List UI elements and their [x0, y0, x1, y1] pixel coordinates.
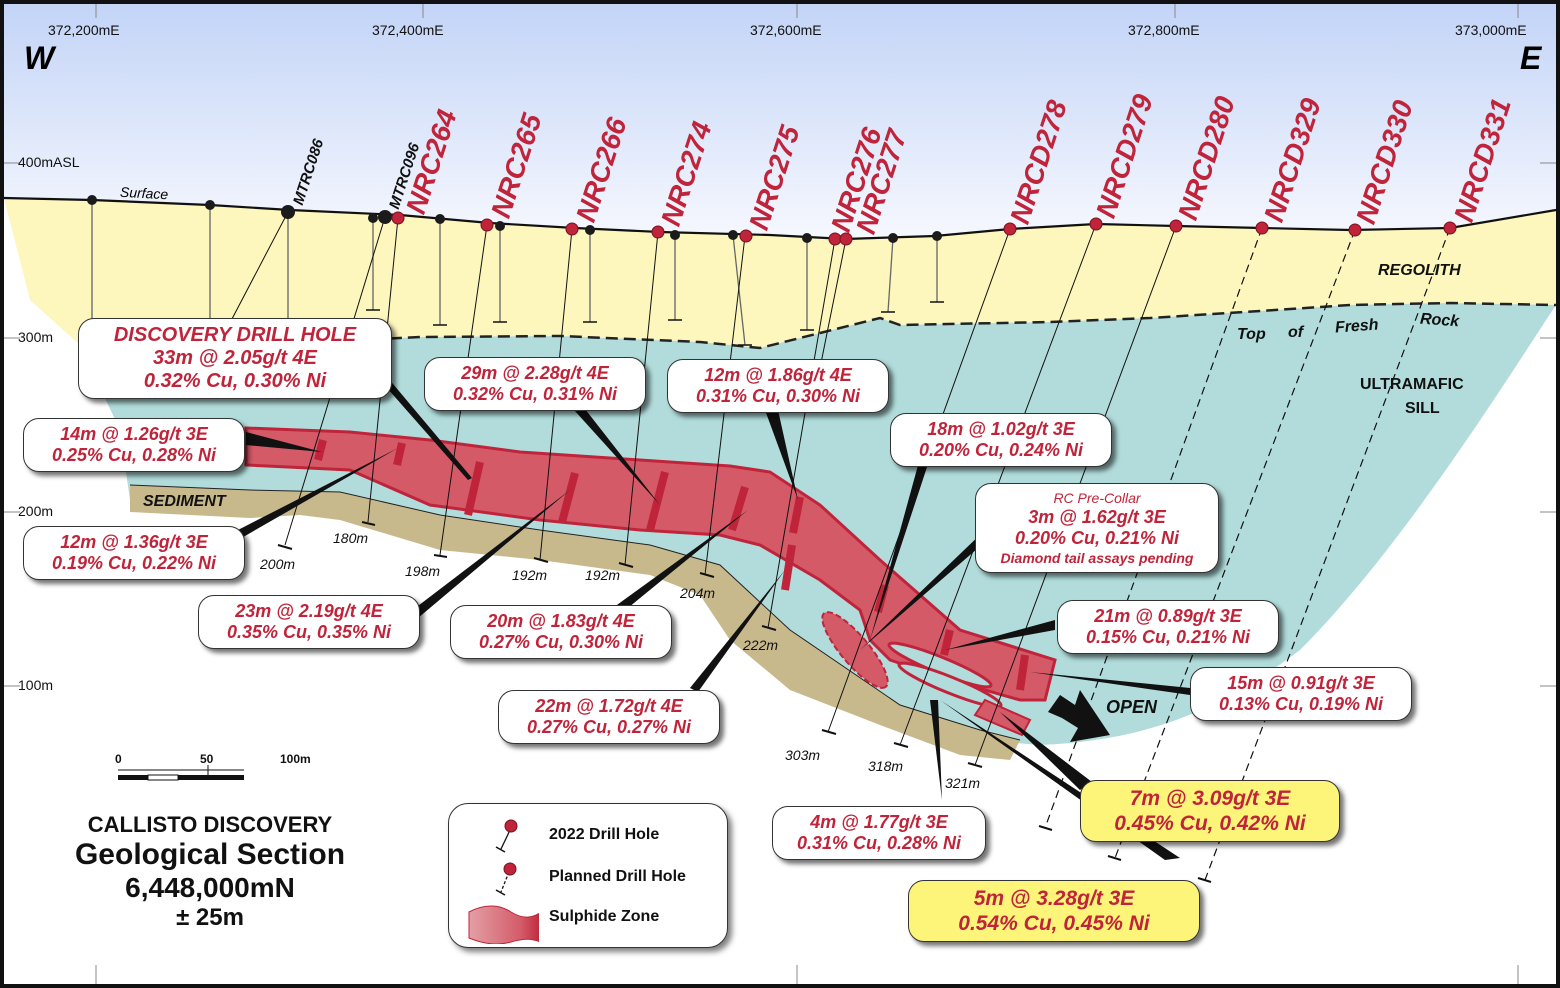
- regolith-label: REGOLITH: [1378, 262, 1461, 279]
- title-tolerance: ± 25m: [176, 904, 244, 931]
- callout-5m-highlight: 5m @ 3.28g/t 3E 0.54% Cu, 0.45% Ni: [908, 880, 1200, 942]
- legend-item-planned-drill-hole: Planned Drill Hole: [549, 868, 686, 885]
- callout-29m: 29m @ 2.28g/t 4E 0.32% Cu, 0.31% Ni: [424, 357, 646, 411]
- callout-discovery-hole: DISCOVERY DRILL HOLE 33m @ 2.05g/t 4E 0.…: [78, 318, 392, 399]
- callout-18m: 18m @ 1.02g/t 3E 0.20% Cu, 0.24% Ni: [890, 413, 1112, 467]
- easting-label: 372,600mE: [750, 22, 822, 38]
- callout-4m: 4m @ 1.77g/t 3E 0.31% Cu, 0.28% Ni: [772, 806, 986, 860]
- easting-label: 372,200mE: [48, 22, 120, 38]
- easting-label: 372,800mE: [1128, 22, 1200, 38]
- callout-7m-highlight: 7m @ 3.09g/t 3E 0.45% Cu, 0.42% Ni: [1080, 780, 1340, 842]
- sediment-label: SEDIMENT: [143, 493, 226, 510]
- depth-label: 192m: [512, 567, 548, 583]
- depth-label: 321m: [945, 775, 981, 791]
- title-project: CALLISTO DISCOVERY: [87, 812, 333, 837]
- depth-label: 204m: [680, 585, 716, 601]
- sky-area: [4, 4, 1556, 239]
- callout-14m: 14m @ 1.26g/t 3E 0.25% Cu, 0.28% Ni: [23, 418, 245, 472]
- callout-15m: 15m @ 0.91g/t 3E 0.13% Cu, 0.19% Ni: [1190, 667, 1412, 721]
- title-northing: 6,448,000mN: [125, 872, 295, 903]
- legend-item-sulphide-zone: Sulphide Zone: [549, 908, 660, 925]
- depth-label: 198m: [405, 563, 441, 579]
- scale-label: 0: [115, 752, 122, 766]
- open-arrow-icon: [1048, 690, 1110, 742]
- red-collars: [391, 211, 1457, 246]
- scale-label: 100m: [280, 752, 311, 766]
- callout-20m: 20m @ 1.83g/t 4E 0.27% Cu, 0.30% Ni: [450, 605, 672, 659]
- elevation-label: 400mASL: [18, 154, 80, 170]
- callout-rc-precollar: RC Pre-Collar 3m @ 1.62g/t 3E 0.20% Cu, …: [975, 483, 1219, 573]
- callout-21m: 21m @ 0.89g/t 3E 0.15% Cu, 0.21% Ni: [1057, 600, 1279, 654]
- planned-drill-hole-icon: [495, 862, 517, 896]
- surface-label: Surface: [119, 183, 169, 203]
- ultramafic-label: SILL: [1405, 400, 1440, 417]
- scale-bar: [118, 765, 244, 781]
- title-section: Geological Section: [74, 838, 346, 871]
- elevation-label: 100m: [18, 677, 54, 693]
- scale-label: 50: [200, 752, 214, 766]
- legend-item-2022-drill-hole: 2022 Drill Hole: [549, 826, 660, 843]
- callout-12m-b: 12m @ 1.86g/t 4E 0.31% Cu, 0.30% Ni: [667, 359, 889, 413]
- top-fresh-rock-label: Fresh: [1334, 316, 1380, 337]
- callout-12m-a: 12m @ 1.36g/t 3E 0.19% Cu, 0.22% Ni: [23, 526, 245, 580]
- sediment-area: [130, 485, 1020, 760]
- depth-label: 180m: [333, 530, 369, 546]
- top-fresh-rock-label: Top: [1237, 326, 1266, 343]
- elevation-label: 200m: [18, 503, 54, 519]
- intercept-bars: [314, 439, 1029, 691]
- title-block: CALLISTO DISCOVERY Geological Section 6,…: [20, 812, 400, 932]
- depth-label: 200m: [260, 556, 296, 572]
- top-fresh-rock-line: [299, 301, 1557, 350]
- drill-hole-2022-icon: [495, 819, 518, 853]
- top-fresh-rock-label: Rock: [1419, 310, 1460, 331]
- elevation-label: 300m: [18, 329, 54, 345]
- top-fresh-rock-label: of: [1288, 324, 1304, 341]
- legend: 2022 Drill Hole Planned Drill Hole Sulph…: [448, 803, 728, 948]
- open-label: OPEN: [1106, 697, 1158, 717]
- historic-collars: [87, 195, 942, 243]
- depth-label: 318m: [868, 758, 904, 774]
- depth-label: 303m: [785, 747, 821, 763]
- regolith-area: [4, 198, 1556, 348]
- ultramafic-label: ULTRAMAFIC: [1360, 376, 1464, 393]
- compass-west: W: [24, 40, 55, 76]
- depth-label: 222m: [743, 637, 779, 653]
- compass-east: E: [1520, 40, 1542, 76]
- easting-label: 373,000mE: [1455, 22, 1527, 38]
- easting-label: 372,400mE: [372, 22, 444, 38]
- depth-label: 192m: [585, 567, 621, 583]
- callout-23m: 23m @ 2.19g/t 4E 0.35% Cu, 0.35% Ni: [198, 595, 420, 649]
- sulphide-zone-icon: [468, 905, 539, 944]
- callout-22m: 22m @ 1.72g/t 4E 0.27% Cu, 0.27% Ni: [498, 690, 720, 744]
